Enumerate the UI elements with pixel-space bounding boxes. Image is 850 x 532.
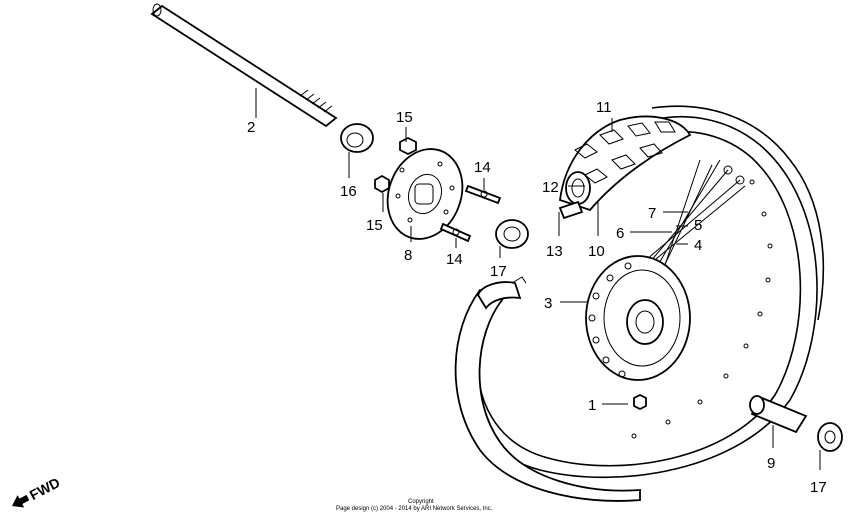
hub-flange-holes — [588, 262, 632, 378]
callout-12: 12 — [542, 179, 559, 196]
callout-5: 5 — [694, 217, 702, 234]
callout-1: 1 — [588, 397, 596, 414]
nut-upper — [399, 136, 417, 156]
callout-8: 8 — [404, 247, 412, 264]
rim-spoke-holes — [631, 179, 773, 439]
forward-direction-indicator: FWD — [12, 474, 63, 508]
spacer-collar — [749, 395, 808, 434]
leader-lines — [255, 88, 821, 470]
callout-17-center: 17 — [490, 263, 507, 280]
copyright-line-1: Copyright — [408, 499, 434, 505]
nut-lower — [374, 174, 390, 194]
callout-9: 9 — [767, 455, 775, 472]
callout-2: 2 — [247, 119, 255, 136]
callout-16: 16 — [340, 183, 357, 200]
bolt-upper — [464, 184, 502, 205]
inner-tube — [454, 276, 641, 502]
valve-nut — [633, 393, 647, 411]
callout-14-upper: 14 — [474, 159, 491, 176]
bearing-right — [817, 422, 843, 452]
bolt-lower — [439, 222, 472, 243]
callout-7: 7 — [648, 205, 656, 222]
callout-10: 10 — [588, 243, 605, 260]
axle — [150, 3, 338, 128]
callout-11: 11 — [596, 99, 612, 116]
brake-disc — [386, 148, 464, 240]
tire-tread — [558, 115, 692, 220]
forward-label: FWD — [27, 474, 63, 503]
callout-15-lower: 15 — [366, 217, 383, 234]
bearing-left — [340, 123, 374, 153]
forward-arrow-icon — [12, 494, 30, 508]
callout-3: 3 — [544, 295, 552, 312]
callout-13: 13 — [546, 243, 563, 260]
callout-4: 4 — [694, 237, 702, 254]
callout-15-upper: 15 — [396, 109, 413, 126]
wheel-hub — [585, 255, 691, 381]
copyright-line-2: Page design (c) 2004 - 2014 by ARI Netwo… — [336, 506, 493, 512]
bearing-center — [495, 219, 529, 249]
callout-6: 6 — [616, 225, 624, 242]
callout-17-right: 17 — [810, 479, 827, 496]
callout-14-lower: 14 — [446, 251, 463, 268]
